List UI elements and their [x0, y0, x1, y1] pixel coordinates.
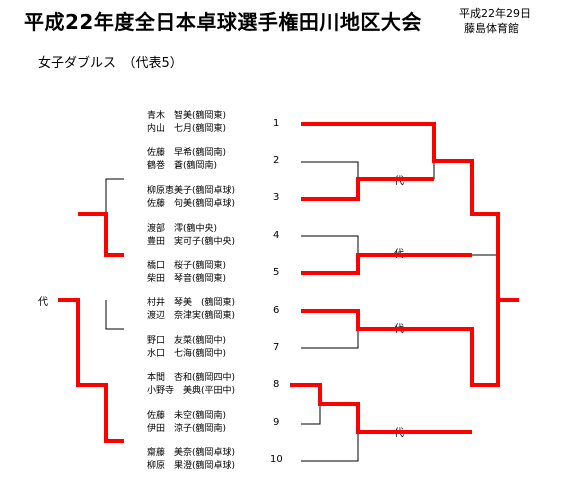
player-name: 柳原 果澄(鶴岡卓球) — [147, 461, 236, 471]
player-name: 佐藤 早希(鶴岡南) — [147, 148, 227, 158]
event-venue: 藤島体育館 — [464, 22, 519, 35]
entry-number: 9 — [273, 417, 280, 428]
player-name: 渡部 澪(鶴中央) — [147, 224, 218, 234]
winner-line — [58, 298, 124, 443]
player-name: 佐藤 句美(鶴岡卓球) — [147, 199, 236, 209]
player-name: 柳原恵美子(鶴岡卓球) — [147, 186, 236, 196]
player-name: 水口 七海(鶴岡中) — [147, 349, 227, 359]
entry-number: 5 — [273, 267, 280, 278]
entry-number: 2 — [273, 155, 280, 166]
bracket-line — [301, 404, 321, 425]
bracket-line — [301, 235, 359, 255]
entry-players: 渡部 澪(鶴中央) 豊田 実可子(鶴中央) — [147, 223, 235, 249]
entry-number: 8 — [273, 379, 280, 390]
player-name: 齋藤 美奈(鶴岡卓球) — [147, 448, 236, 458]
entry-players: 野口 友菜(鶴岡中) 水口 七海(鶴岡中) — [147, 335, 226, 361]
entry-number: 1 — [273, 118, 280, 129]
bracket-line — [301, 161, 359, 179]
entry-players: 柳原恵美子(鶴岡卓球) 佐藤 句美(鶴岡卓球) — [147, 185, 235, 211]
player-name: 佐藤 未空(鶴岡南) — [147, 411, 227, 421]
entry-number: 4 — [273, 230, 280, 241]
player-name: 渡辺 奈津実(鶴岡東) — [147, 311, 236, 321]
player-name: 豊田 実可子(鶴中央) — [147, 237, 236, 247]
bracket-line — [301, 432, 359, 462]
winner-line — [78, 212, 124, 257]
bracket-line — [472, 254, 499, 300]
bracket-line — [358, 161, 435, 180]
entry-number: 10 — [270, 454, 283, 465]
winner-line — [301, 122, 519, 302]
entry-number: 7 — [273, 342, 280, 353]
bracket-line — [105, 300, 124, 330]
entry-players: 青木 智美(鶴岡東) 内山 七月(鶴岡東) — [147, 110, 226, 136]
representative-mark: 代 — [38, 297, 48, 308]
player-name: 村井 琴美 (鶴岡東) — [147, 298, 236, 308]
player-name: 伊田 涼子(鶴岡南) — [147, 424, 227, 434]
player-name: 柴田 琴音(鶴岡東) — [147, 274, 227, 284]
player-name: 本間 杏和(鶴岡四中) — [147, 373, 236, 383]
event-date: 平成22年29日 — [459, 7, 531, 20]
winner-line — [301, 253, 472, 275]
player-name: 鶴巻 蒼(鶴岡南) — [147, 161, 218, 171]
entry-players: 村井 琴美 (鶴岡東) 渡辺 奈津実(鶴岡東) — [147, 297, 235, 323]
entry-players: 本間 杏和(鶴岡四中) 小野寺 美典(平田中) — [147, 372, 235, 398]
player-name: 橋口 桜子(鶴岡東) — [147, 261, 227, 271]
entry-players: 佐藤 早希(鶴岡南) 鶴巻 蒼(鶴岡南) — [147, 147, 226, 173]
winner-line — [301, 177, 434, 201]
player-name: 内山 七月(鶴岡東) — [147, 124, 227, 134]
bracket-line — [301, 329, 359, 349]
player-name: 青木 智美(鶴岡東) — [147, 111, 227, 121]
entry-players: 橋口 桜子(鶴岡東) 柴田 琴音(鶴岡東) — [147, 260, 226, 286]
event-category: 女子ダブルス （代表5） — [38, 56, 183, 71]
entry-number: 6 — [273, 305, 280, 316]
page-title: 平成22年度全日本卓球選手権田川地区大会 — [24, 10, 422, 34]
entry-number: 3 — [273, 192, 280, 203]
representative-mark: 代 — [394, 176, 404, 187]
bracket-line — [105, 178, 124, 214]
entry-players: 齋藤 美奈(鶴岡卓球) 柳原 果澄(鶴岡卓球) — [147, 447, 235, 473]
entry-players: 佐藤 未空(鶴岡南) 伊田 涼子(鶴岡南) — [147, 410, 226, 436]
player-name: 小野寺 美典(平田中) — [147, 386, 236, 396]
player-name: 野口 友菜(鶴岡中) — [147, 336, 227, 346]
winner-line — [290, 383, 472, 434]
winner-line — [301, 300, 500, 387]
